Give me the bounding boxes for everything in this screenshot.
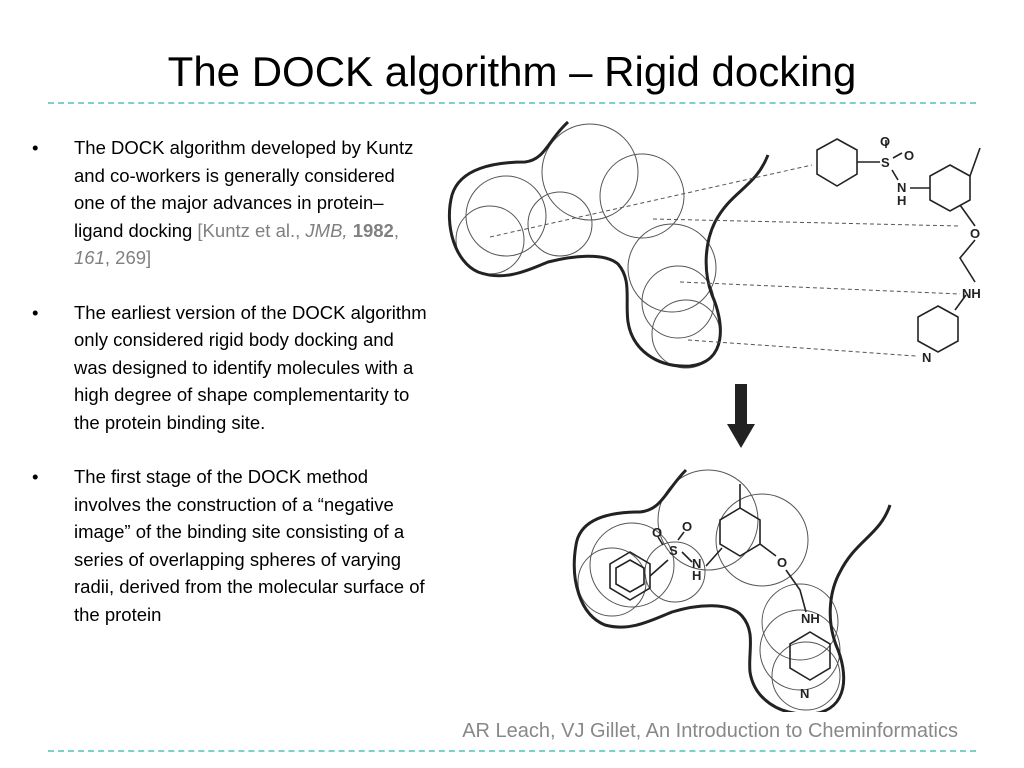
bullet-text: The DOCK algorithm developed by Kuntz an… — [74, 137, 414, 241]
ligand-top — [816, 138, 981, 353]
atom-label: O — [970, 226, 980, 241]
source-citation: AR Leach, VJ Gillet, An Introduction to … — [462, 720, 958, 742]
citation-comma: , — [393, 219, 399, 241]
citation: [Kuntz et al., JMB, 1982, 161, 269] — [74, 220, 399, 269]
bottom-divider — [48, 750, 976, 752]
ligand-bottom — [609, 484, 831, 681]
sphere — [577, 547, 647, 617]
down-arrow — [727, 384, 755, 448]
atom-label: O — [880, 134, 890, 149]
sphere — [541, 123, 639, 221]
sphere — [759, 609, 841, 691]
atom-label: N — [897, 180, 906, 195]
bullet-dot: • — [32, 137, 39, 158]
atom-label: S — [669, 543, 678, 558]
atom-label: O — [904, 148, 914, 163]
sphere — [715, 493, 809, 587]
atom-label: O — [682, 519, 692, 534]
bullet-list: • The DOCK algorithm developed by Kuntz … — [30, 134, 428, 655]
atom-label: H — [692, 568, 701, 583]
atom-label: N — [922, 350, 931, 365]
protein-surface-bottom — [572, 468, 892, 712]
atom-label: S — [881, 155, 890, 170]
atom-label: O — [652, 525, 662, 540]
correspondence-lines — [489, 164, 961, 357]
protein-surface-top — [447, 120, 770, 368]
dock-figure: O S O N H O NH N O — [447, 120, 981, 712]
sphere — [465, 175, 547, 257]
bullet-text: The earliest version of the DOCK algorit… — [74, 301, 427, 433]
bullet-item: • The earliest version of the DOCK algor… — [30, 299, 428, 437]
atom-label: O — [777, 555, 787, 570]
atom-label: N — [800, 686, 809, 701]
sphere — [657, 469, 759, 571]
ligand-top-labels: O S O N H O NH N — [880, 134, 981, 365]
sphere — [599, 153, 685, 239]
sphere — [644, 541, 706, 603]
bullet-dot: • — [32, 466, 39, 487]
sphere — [527, 191, 593, 257]
sphere — [761, 583, 839, 661]
atom-label: NH — [962, 286, 981, 301]
citation-journal: JMB, — [305, 219, 348, 241]
atom-label: N — [692, 556, 701, 571]
bullet-item: • The DOCK algorithm developed by Kuntz … — [30, 134, 428, 272]
bullet-item: • The first stage of the DOCK method inv… — [30, 463, 428, 628]
binding-site-top — [455, 123, 721, 369]
citation-pages: , 269] — [104, 247, 152, 268]
sphere — [627, 223, 717, 313]
bullet-dot: • — [32, 301, 39, 323]
sphere — [589, 522, 675, 608]
atom-label: NH — [801, 611, 820, 626]
sphere — [771, 641, 841, 711]
citation-volume: 161 — [74, 247, 105, 268]
citation-open: [Kuntz et al., — [197, 219, 306, 241]
atom-label: H — [897, 193, 906, 208]
citation-year: 1982 — [352, 219, 394, 241]
ligand-bottom-labels: O O S N H O NH N — [652, 519, 820, 701]
bullet-text: The first stage of the DOCK method invol… — [74, 466, 425, 625]
slide-title: The DOCK algorithm – Rigid docking — [167, 48, 857, 95]
binding-site-bottom — [577, 469, 841, 711]
top-divider — [48, 102, 976, 104]
